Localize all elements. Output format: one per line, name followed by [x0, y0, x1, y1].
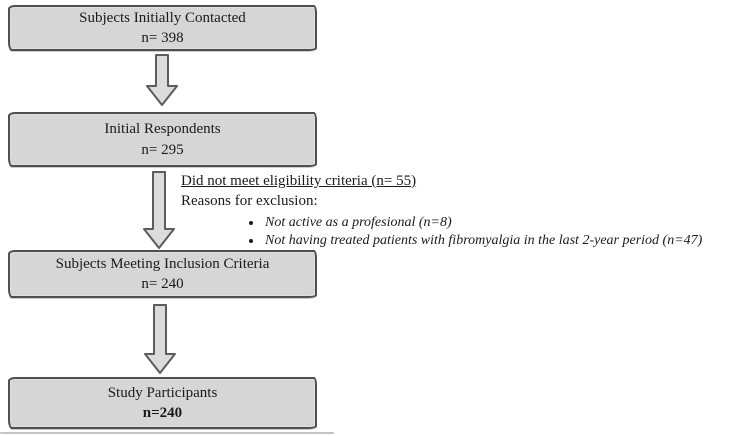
box-title: Subjects Initially Contacted — [79, 9, 246, 26]
exclusion-reason-item: Not active as a profesional (n=8) — [263, 214, 746, 232]
box-title: Subjects Meeting Inclusion Criteria — [55, 255, 270, 272]
box-count: n= 240 — [141, 276, 184, 292]
box-title: Study Participants — [107, 384, 218, 401]
flow-box-subjects-initially-contacted: Subjects Initially Contacted n= 398 — [8, 5, 317, 51]
box-count: n=240 — [142, 405, 183, 421]
box-shadow-edge-line — [0, 432, 334, 434]
down-arrow-icon — [143, 304, 177, 374]
exclusion-reason-item: Not having treated patients with fibromy… — [263, 232, 746, 250]
exclusion-subheading: Reasons for exclusion: — [181, 193, 318, 210]
exclusion-note: Did not meet eligibility criteria (n= 55… — [181, 172, 746, 249]
exclusion-reason-list: Not active as a profesional (n=8) Not ha… — [181, 214, 746, 250]
box-title: Initial Respondents — [104, 121, 221, 138]
flow-box-initial-respondents: Initial Respondents n= 295 — [8, 112, 317, 167]
down-arrow-icon — [142, 171, 176, 249]
down-arrow-icon — [145, 54, 179, 106]
exclusion-heading: Did not meet eligibility criteria (n= 55… — [181, 173, 417, 189]
box-count: n= 295 — [141, 141, 184, 158]
box-count: n= 398 — [141, 30, 184, 46]
flow-box-study-participants: Study Participants n=240 — [8, 377, 317, 429]
flow-box-subjects-meeting-inclusion-criteria: Subjects Meeting Inclusion Criteria n= 2… — [8, 250, 317, 298]
